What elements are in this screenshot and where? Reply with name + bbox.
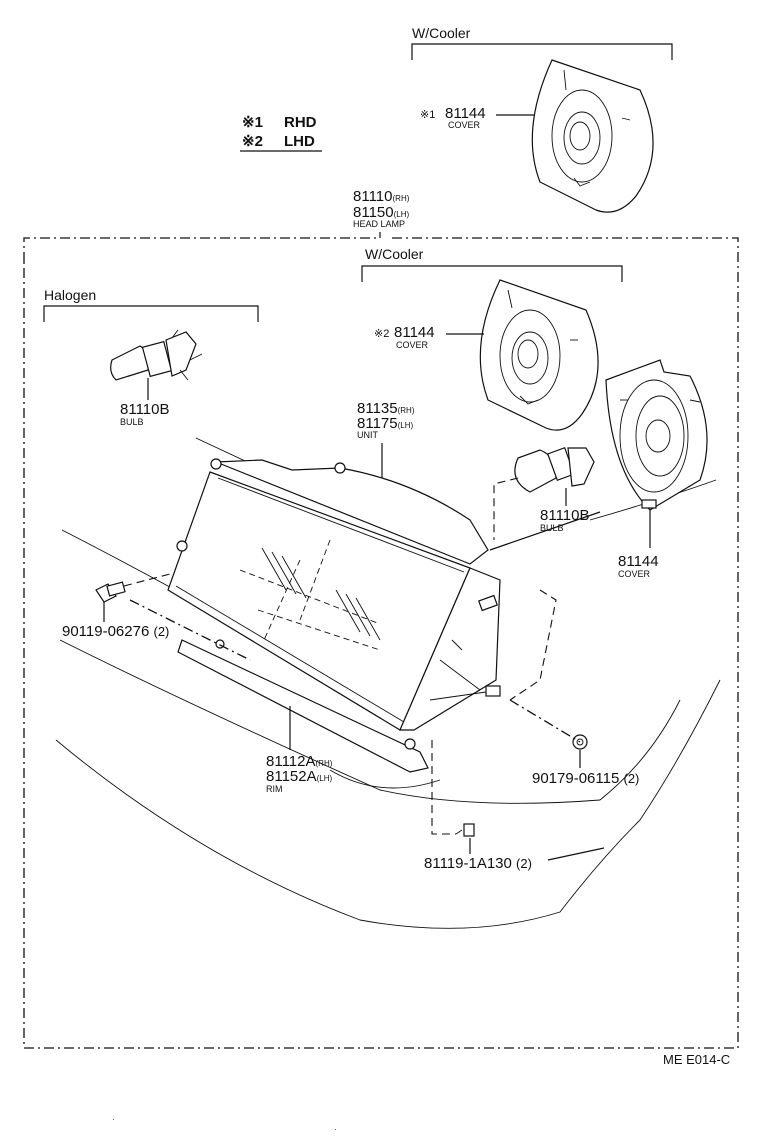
nut-number: 90179-06115 (2) xyxy=(532,770,639,787)
figure-code: ME E014-C xyxy=(663,1052,730,1067)
assembly-frame xyxy=(23,232,739,1049)
head-lamp-label: 81110(RH) 81150(LH) HEAD LAMP xyxy=(353,188,410,229)
cover-lhd-drawing xyxy=(479,279,599,431)
cover-std-drawing xyxy=(605,359,708,511)
screw-left-drawing xyxy=(95,581,126,603)
legend-mark-1: ※1 xyxy=(242,114,263,131)
screw-bottom-body-leader xyxy=(547,847,605,861)
cover-lhd-name: COVER xyxy=(396,340,429,350)
rim-number-rh: 81112A(RH) xyxy=(266,753,333,770)
stray-mark-2: · xyxy=(334,1125,337,1134)
cover-std-name: COVER xyxy=(618,569,651,579)
head-lamp-number-rh: 81110(RH) xyxy=(353,188,410,205)
top-wcooler-bracket xyxy=(411,43,673,60)
top-wcooler-label: W/Cooler xyxy=(412,25,471,41)
screw-bottom-dashed-guide xyxy=(431,740,456,835)
rim-drawing xyxy=(177,639,429,773)
bulb-halogen-number: 81110B xyxy=(120,401,170,418)
nut-axis xyxy=(509,699,581,743)
cover-std-number: 81144 xyxy=(618,553,659,570)
bulb-inner-number: 81110B xyxy=(540,507,590,524)
halogen-group: Halogen 81110B BULB xyxy=(43,287,259,427)
rim-name: RIM xyxy=(266,784,283,794)
screw-bottom-drawing xyxy=(455,823,475,837)
bulb-halogen-drawing xyxy=(110,329,203,381)
screw-left-axis xyxy=(129,599,251,661)
cover-rhd-number: 81144 xyxy=(445,105,486,122)
halogen-label: Halogen xyxy=(44,287,96,303)
screw-left-dashed-guide xyxy=(123,573,171,587)
inner-wcooler-bracket xyxy=(361,265,623,282)
cover-rhd-name: COVER xyxy=(448,120,481,130)
head-lamp-number-lh: 81150(LH) xyxy=(353,204,410,221)
top-wcooler-group: W/Cooler ※1 81144 COVER xyxy=(411,25,673,213)
inner-wcooler-label: W/Cooler xyxy=(365,246,424,262)
legend-label-lhd: LHD xyxy=(284,133,315,150)
rim-number-lh: 81152A(LH) xyxy=(266,768,333,785)
cover-lhd-mark: ※2 xyxy=(374,328,389,340)
bulb-inner-drawing xyxy=(514,446,595,493)
bulb-halogen-name: BULB xyxy=(120,417,144,427)
unit-number-lh: 81175(LH) xyxy=(357,415,414,432)
cover-lhd-number: 81144 xyxy=(394,324,435,341)
halogen-bracket xyxy=(43,305,259,322)
screw-bottom-number: 81119-1A130 (2) xyxy=(424,855,532,872)
nut-dashed-guide xyxy=(509,589,557,701)
bulb-inner-name: BULB xyxy=(540,523,564,533)
legend: ※1 RHD ※2 LHD xyxy=(240,114,322,152)
head-lamp-name: HEAD LAMP xyxy=(353,219,405,229)
unit-name: UNIT xyxy=(357,430,378,440)
legend-label-rhd: RHD xyxy=(284,114,317,131)
inner-wcooler-group: W/Cooler ※2 81144 COVER xyxy=(361,246,623,431)
cover-rhd-drawing xyxy=(531,59,654,213)
cover-rhd-mark: ※1 xyxy=(420,109,435,121)
stray-mark-1: · xyxy=(112,1115,115,1124)
head-lamp-unit-drawing xyxy=(167,458,501,731)
screw-left-number: 90119-06276 (2) xyxy=(62,623,169,640)
bulb-to-unit-leader xyxy=(489,511,601,551)
legend-mark-2: ※2 xyxy=(242,133,263,150)
unit-number-rh: 81135(RH) xyxy=(357,400,415,417)
unit-label: 81135(RH) 81175(LH) UNIT xyxy=(357,400,415,486)
bulb-inner-dashed-guide xyxy=(493,477,519,540)
